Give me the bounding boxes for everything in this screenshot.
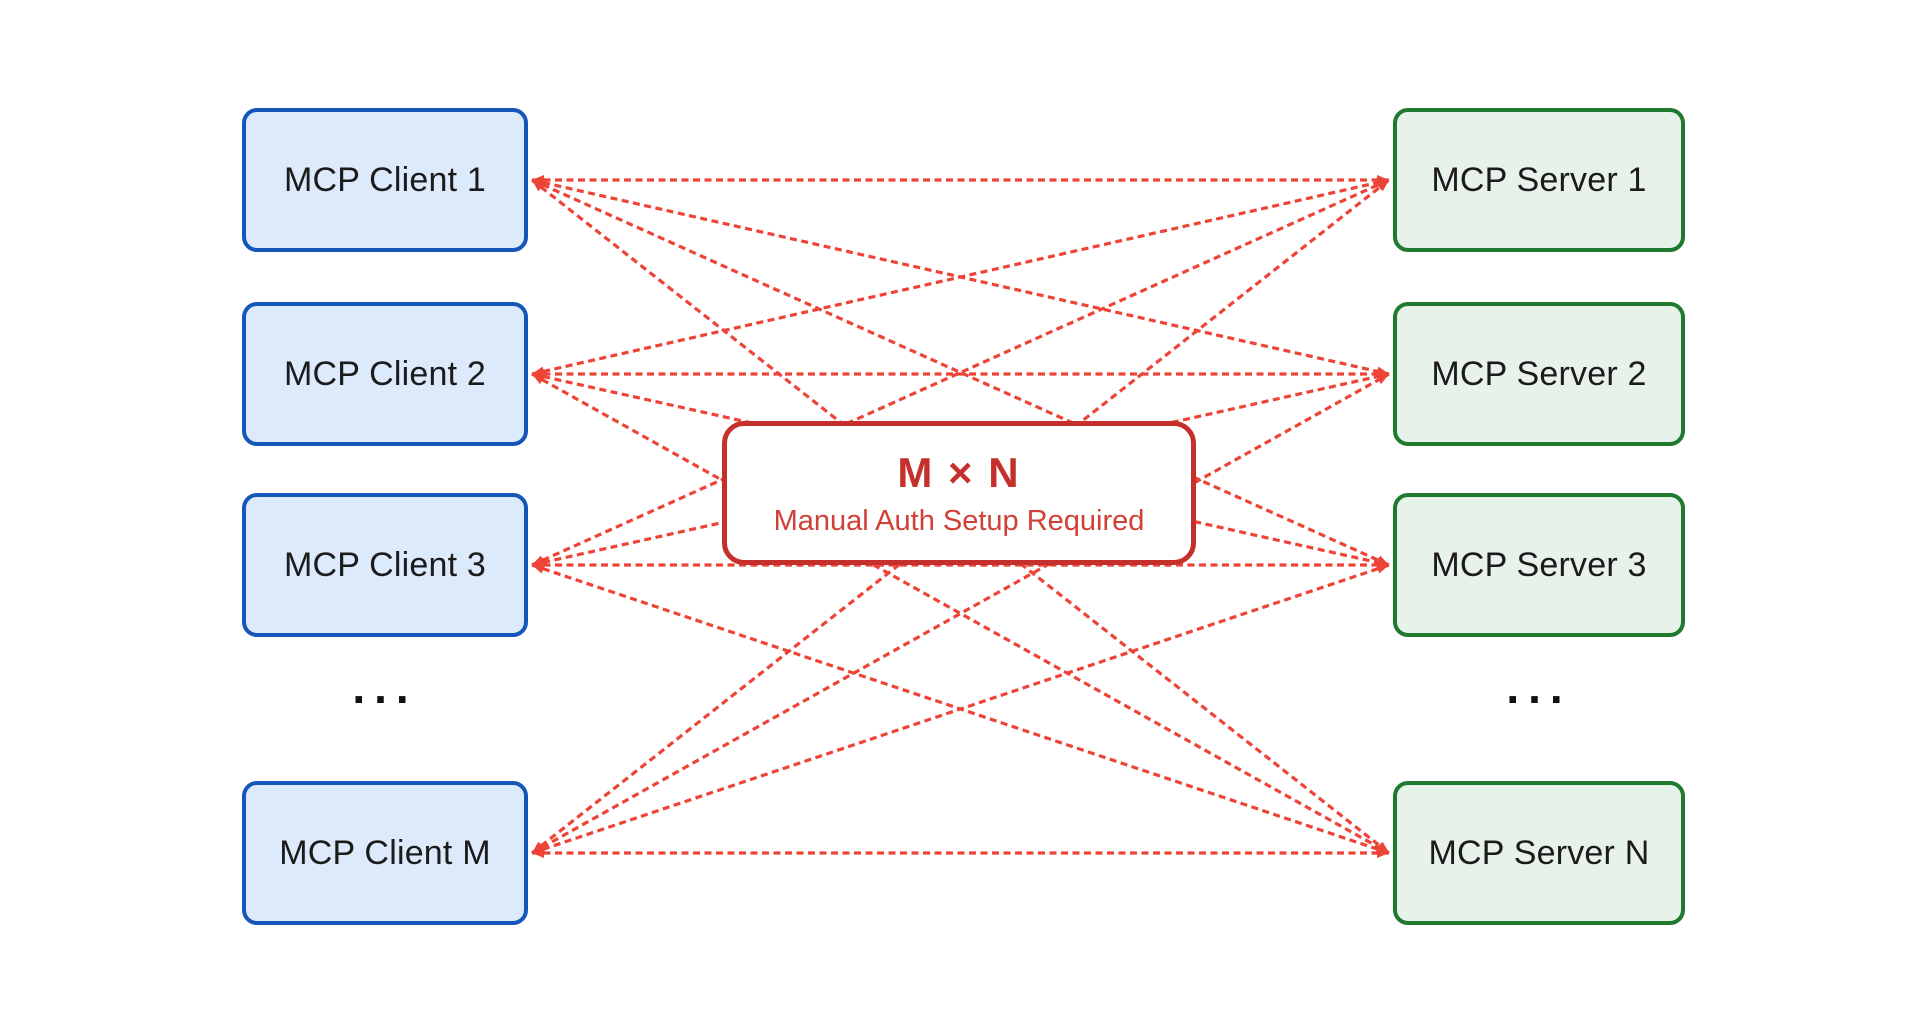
client-node-m: MCP Client M: [242, 781, 528, 925]
client-node-label: MCP Client 3: [283, 545, 487, 584]
client-node-label: MCP Client 1: [283, 160, 487, 199]
server-node-label: MCP Server 3: [1431, 545, 1647, 584]
clients-ellipsis: ...: [352, 661, 418, 713]
mxn-title: M × N: [897, 448, 1021, 496]
mxn-subtitle: Manual Auth Setup Required: [773, 504, 1145, 537]
servers-ellipsis: ...: [1506, 661, 1572, 713]
client-node-label: MCP Client 2: [283, 354, 487, 393]
client-node-1: MCP Client 1: [242, 108, 528, 252]
client-node-label: MCP Client M: [279, 833, 491, 872]
server-node-3: MCP Server 3: [1393, 493, 1685, 637]
server-node-label: MCP Server N: [1428, 833, 1650, 872]
server-node-2: MCP Server 2: [1393, 302, 1685, 446]
server-node-label: MCP Server 1: [1431, 160, 1647, 199]
client-server-connection: [531, 563, 1390, 855]
server-node-1: MCP Server 1: [1393, 108, 1685, 252]
client-node-3: MCP Client 3: [242, 493, 528, 637]
mxn-callout-box: M × N Manual Auth Setup Required: [722, 421, 1196, 565]
server-node-label: MCP Server 2: [1431, 354, 1647, 393]
client-node-2: MCP Client 2: [242, 302, 528, 446]
server-node-n: MCP Server N: [1393, 781, 1685, 925]
